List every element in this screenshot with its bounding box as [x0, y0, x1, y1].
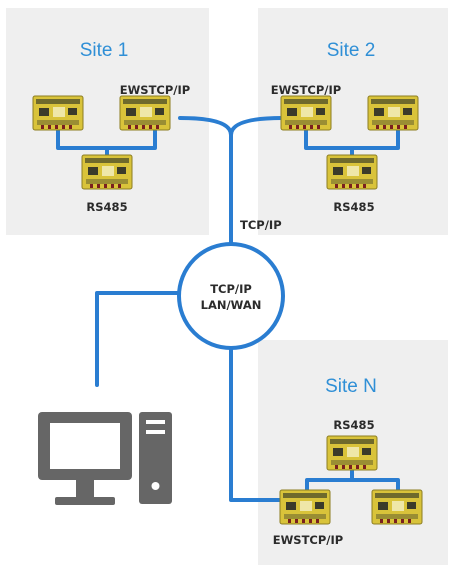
tcpip-link-label: TCP/IP — [240, 218, 282, 232]
site-1-title: Site 1 — [80, 40, 129, 61]
site-2-title: Site 2 — [327, 40, 376, 61]
controller-board-icon — [326, 435, 378, 471]
lower-trunk — [229, 344, 282, 502]
lan-wan-cloud — [177, 242, 285, 350]
controller-board-icon — [81, 154, 133, 190]
site-n-bus-label: RS485 — [333, 418, 374, 432]
controller-board-icon — [371, 489, 423, 525]
controller-board-icon — [32, 95, 84, 131]
desktop-computer-icon — [38, 412, 172, 505]
site-n-controller-label: EWSTCP/IP — [273, 533, 343, 547]
controller-board-icon — [280, 95, 332, 131]
controller-board-icon — [119, 95, 171, 131]
cloud-label-line-1: TCP/IP — [210, 282, 252, 296]
site-1-controller-label: EWSTCP/IP — [120, 83, 190, 97]
controller-board-icon — [279, 489, 331, 525]
site-n-title: Site N — [325, 376, 377, 397]
site-1-bus-label: RS485 — [86, 200, 127, 214]
controller-board-icon — [367, 95, 419, 131]
computer-link — [95, 291, 185, 387]
site-2-bus-label: RS485 — [333, 200, 374, 214]
site-2-controller-label: EWSTCP/IP — [271, 83, 341, 97]
cloud-label-line-2: LAN/WAN — [201, 298, 262, 312]
controller-board-icon — [326, 154, 378, 190]
